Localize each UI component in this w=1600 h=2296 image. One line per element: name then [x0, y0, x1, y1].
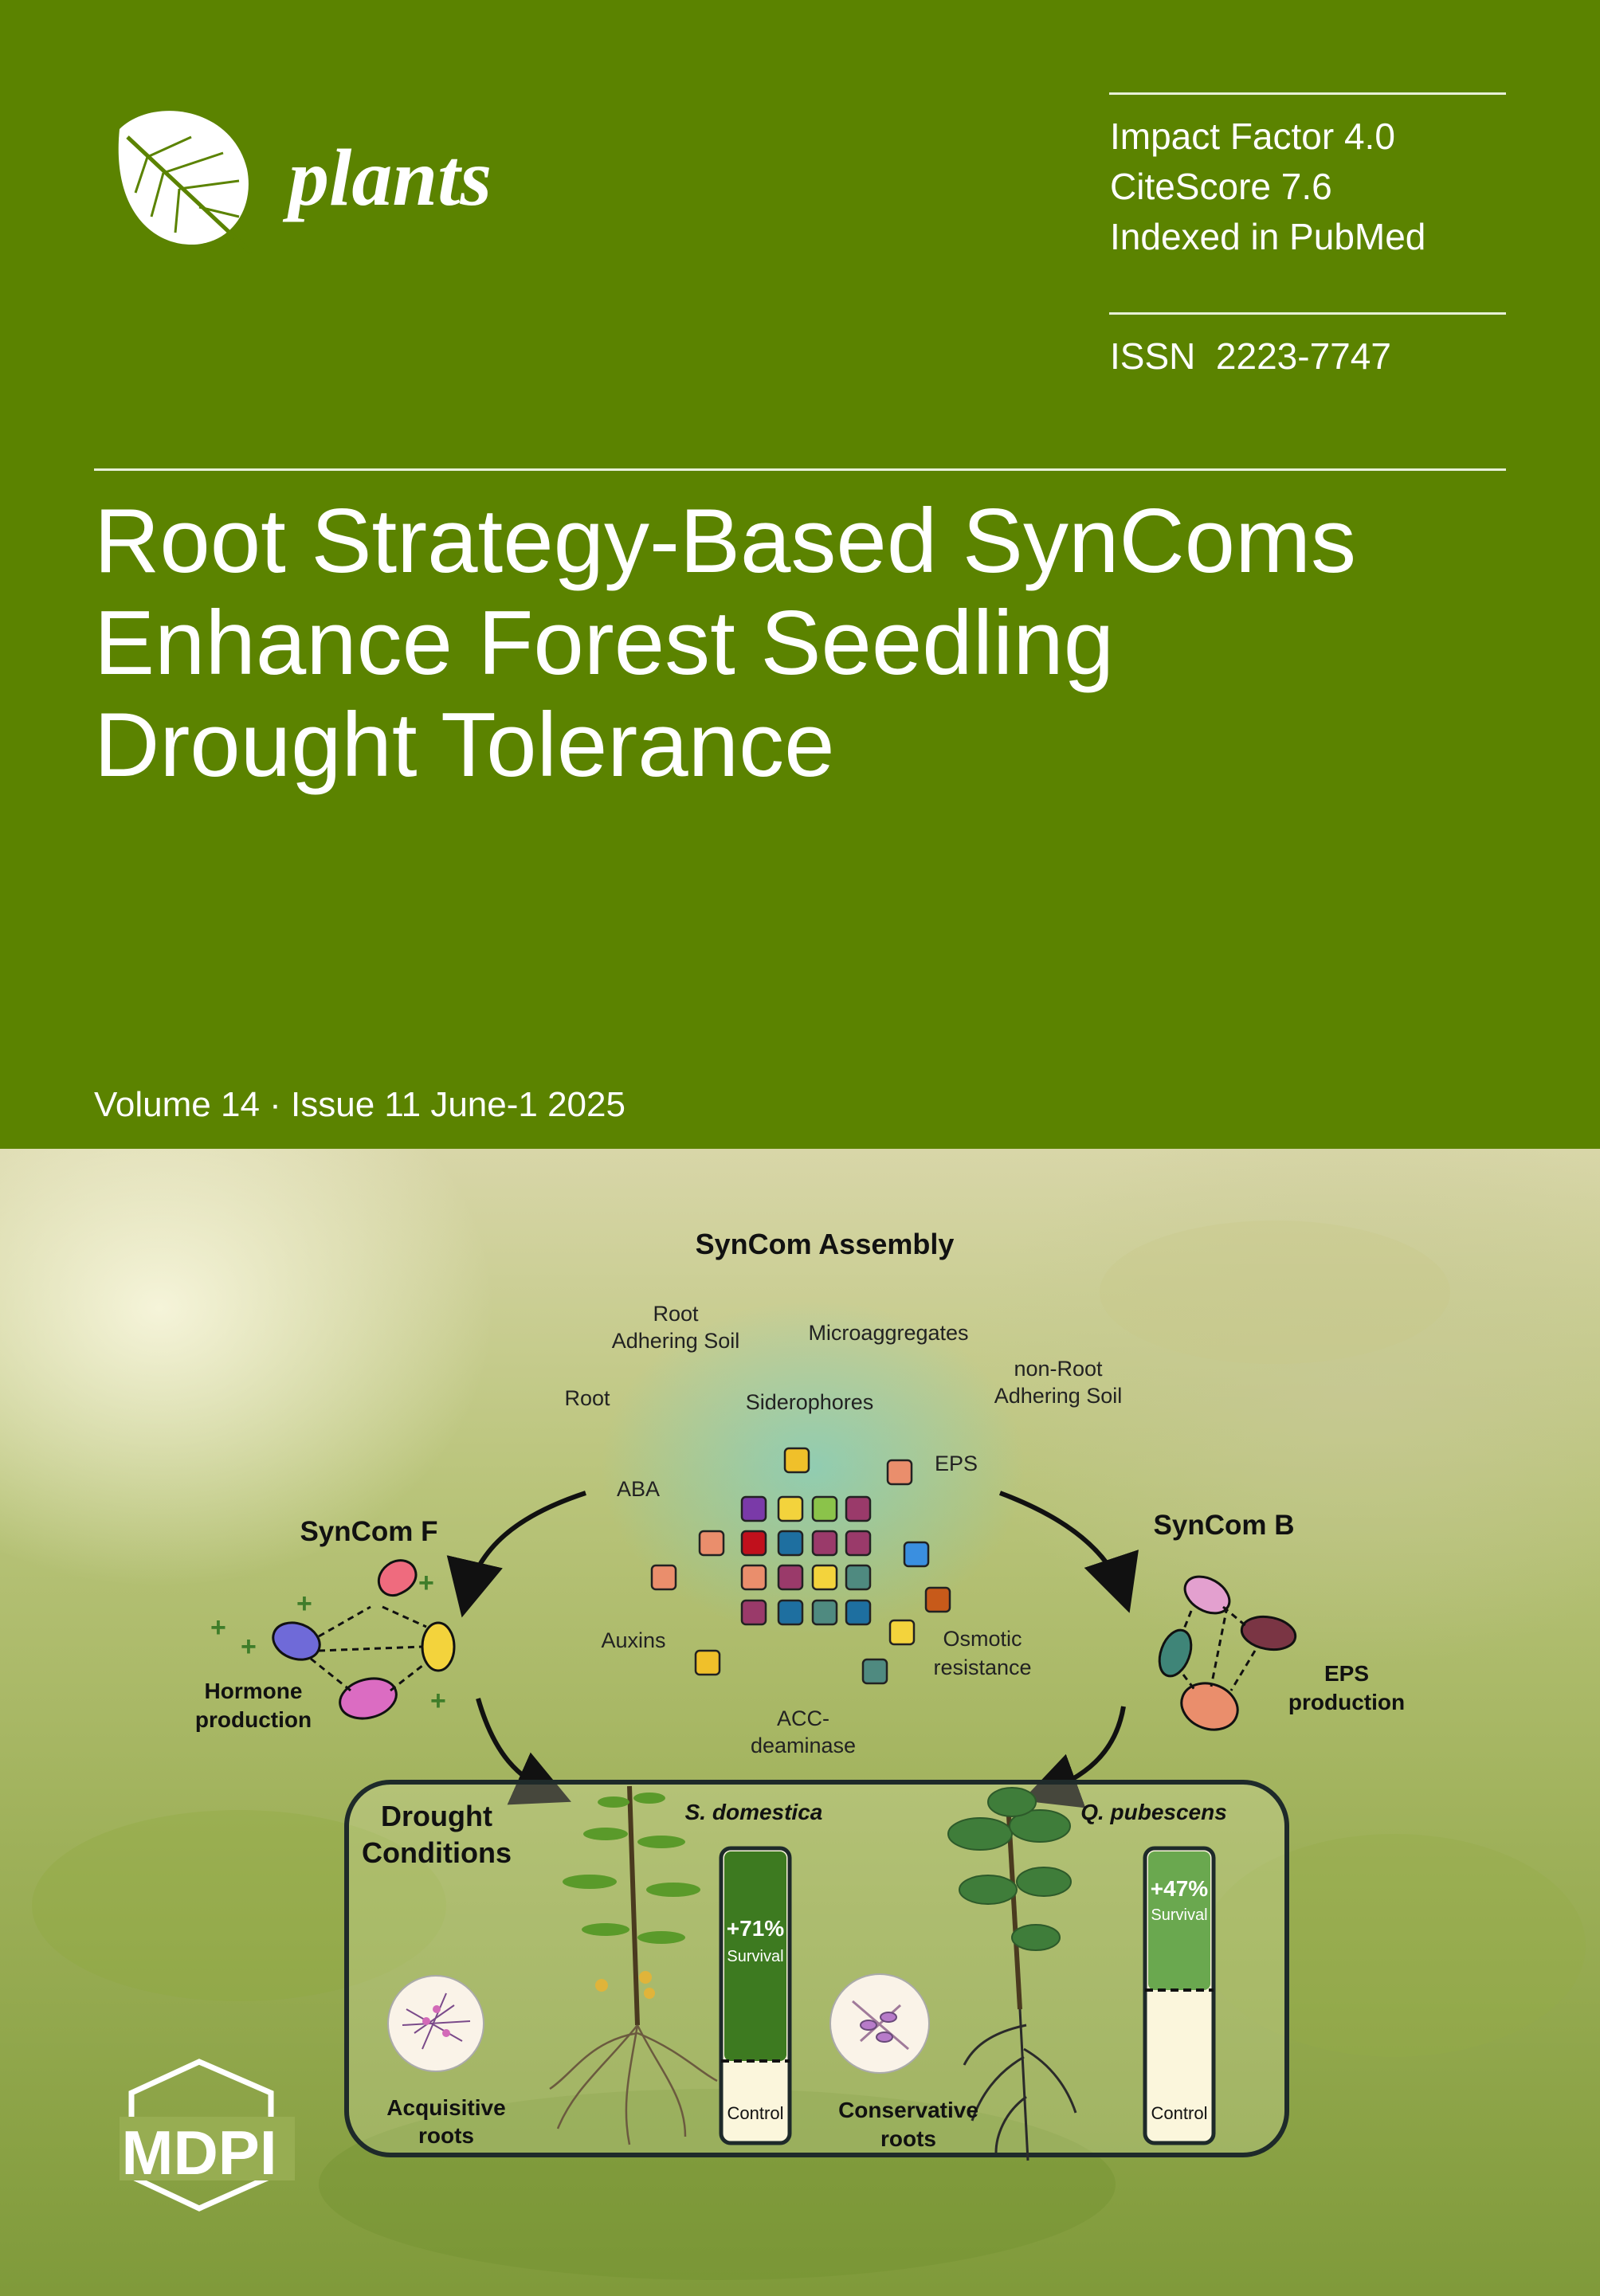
divider-middle	[1109, 312, 1506, 315]
bar-survival-fill	[724, 1851, 786, 2061]
bar-survival-fill	[1148, 1851, 1210, 1990]
strain-square	[777, 1564, 804, 1591]
strain-square	[845, 1530, 872, 1557]
graphical-abstract: SynCom Assembly Root Adhering Soil Micro…	[0, 1149, 1600, 2296]
abstract-figure: SynCom Assembly Root Adhering Soil Micro…	[32, 1220, 1586, 2280]
syncom-f-label: Hormone	[205, 1679, 303, 1703]
species-label-1: S. domestica	[685, 1800, 823, 1824]
strain-square	[740, 1530, 767, 1557]
acquisitive-roots-label: Acquisitive	[386, 2095, 505, 2120]
label-aba: ABA	[617, 1477, 660, 1501]
journal-name: plants	[288, 133, 492, 223]
issn: ISSN 2223-7747	[1110, 335, 1391, 377]
strain-square	[903, 1541, 930, 1568]
syncom-f-cluster	[272, 1559, 456, 1720]
label-osmotic: resistance	[933, 1655, 1031, 1679]
strain-square	[811, 1564, 838, 1591]
syncom-b-label: production	[1288, 1690, 1405, 1714]
syncom-assembly-title: SynCom Assembly	[696, 1228, 955, 1260]
strain-square	[650, 1564, 677, 1591]
q-pubescens-plant-icon	[947, 1787, 1077, 2161]
bar-value-label: Survival	[727, 1948, 783, 1965]
strain-square	[845, 1564, 872, 1591]
divider-title	[94, 468, 1506, 471]
svg-text:+: +	[418, 1568, 434, 1598]
indexed-in: Indexed in PubMed	[1110, 216, 1426, 257]
strain-square	[811, 1599, 838, 1626]
acquisitive-roots-label: roots	[418, 2123, 474, 2148]
strain-square	[924, 1586, 951, 1613]
drought-title: Conditions	[362, 1836, 512, 1869]
bar-control-label: Control	[727, 2103, 784, 2123]
strain-square	[845, 1599, 872, 1626]
label-eps: EPS	[935, 1452, 978, 1475]
label-osmotic: Osmotic	[943, 1627, 1022, 1651]
strain-square	[740, 1599, 767, 1626]
strain-square	[777, 1599, 804, 1626]
conservative-roots-label: Conservative	[838, 2098, 978, 2122]
syncom-f-label: production	[195, 1707, 312, 1732]
article-title: Root Strategy-Based SynComs Enhance Fore…	[94, 491, 1528, 797]
strain-square	[811, 1495, 838, 1522]
strain-square	[811, 1530, 838, 1557]
syncom-f-title: SynCom F	[300, 1516, 437, 1547]
svg-text:+: +	[210, 1612, 226, 1643]
label-root: Root	[564, 1386, 610, 1410]
label-non-root-adhering: Adhering Soil	[994, 1384, 1123, 1408]
label-microaggregates: Microaggregates	[808, 1321, 968, 1345]
syncom-b-label: EPS	[1324, 1661, 1369, 1686]
strain-square	[777, 1495, 804, 1522]
mdpi-logo-icon: MDPI	[120, 2059, 295, 2212]
volume-issue: Volume 14 · Issue 11 June-1 2025	[94, 1085, 625, 1124]
strain-square	[694, 1649, 721, 1676]
title-line: Drought Tolerance	[94, 695, 835, 796]
label-non-root-adhering: non-Root	[1014, 1357, 1103, 1381]
publisher-name: MDPI	[122, 2118, 277, 2188]
strain-square	[740, 1495, 767, 1522]
strain-square	[783, 1447, 810, 1474]
strain-square	[845, 1495, 872, 1522]
bar-control-label: Control	[1151, 2103, 1208, 2123]
conservative-roots-inset-icon	[829, 1973, 930, 2074]
label-root-adhering: Root	[653, 1302, 699, 1326]
label-siderophores: Siderophores	[746, 1390, 874, 1414]
label-root-adhering: Adhering Soil	[612, 1329, 740, 1353]
drought-title: Drought	[381, 1800, 492, 1832]
plus-icon: + + + + +	[210, 1568, 446, 1716]
syncom-b-title: SynCom B	[1154, 1510, 1295, 1541]
strain-square	[777, 1530, 804, 1557]
strain-square	[861, 1658, 888, 1685]
assembly-arrows	[446, 1491, 1139, 1808]
title-line: Enhance Forest Seedling	[94, 593, 1115, 694]
bar-value-label: Survival	[1151, 1906, 1207, 1924]
conservative-roots-label: roots	[880, 2126, 936, 2151]
impact-factor: Impact Factor 4.0	[1110, 116, 1395, 157]
title-line: Root Strategy-Based SynComs	[94, 491, 1357, 592]
label-acc-deaminase: ACC-	[777, 1706, 829, 1730]
leaf-logo-icon	[118, 111, 253, 254]
divider-top	[1109, 92, 1506, 95]
bar-value: +47%	[1151, 1876, 1208, 1901]
strain-square	[888, 1619, 916, 1646]
label-auxins: Auxins	[601, 1628, 665, 1652]
label-acc-deaminase: deaminase	[751, 1734, 856, 1757]
strain-square	[886, 1459, 913, 1486]
strain-squares	[650, 1447, 951, 1685]
svg-text:+: +	[241, 1632, 257, 1662]
cover-header: plants Impact Factor 4.0 CiteScore 7.6 I…	[0, 0, 1600, 1149]
svg-text:+: +	[296, 1589, 312, 1619]
acquisitive-roots-inset-icon	[387, 1975, 484, 2072]
svg-text:+: +	[430, 1686, 446, 1716]
citescore: CiteScore 7.6	[1110, 166, 1332, 207]
strain-square	[740, 1564, 767, 1591]
bar-value: +71%	[727, 1916, 784, 1941]
foliage-background	[32, 1220, 1586, 2280]
strain-square	[698, 1530, 725, 1557]
species-label-2: Q. pubescens	[1080, 1800, 1227, 1824]
s-domestica-plant-icon	[549, 1785, 718, 2145]
syncom-b-cluster	[1158, 1575, 1297, 1731]
